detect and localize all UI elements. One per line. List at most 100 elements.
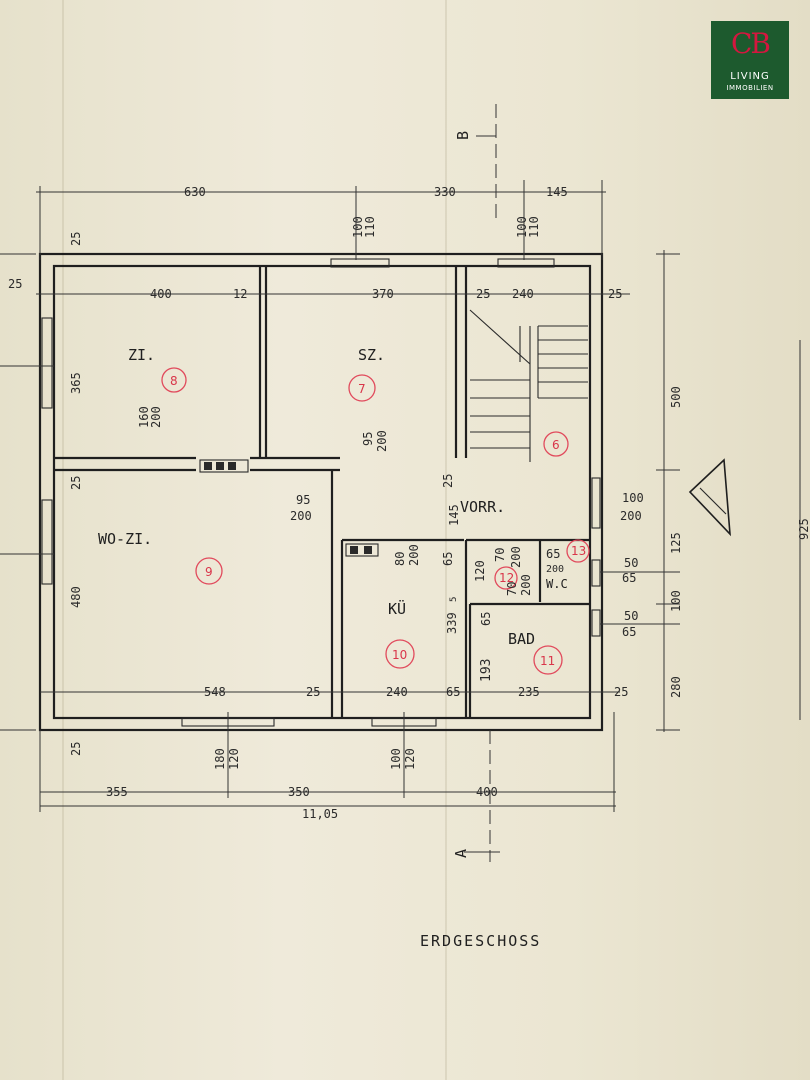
cb-living-logo: CB LIVING IMMOBILIEN	[711, 21, 789, 99]
room-label-zi: ZI.	[128, 346, 155, 364]
dim-label: 200	[546, 564, 564, 575]
room-label-wc: W.C	[546, 577, 568, 591]
dim-label: 95	[296, 493, 310, 507]
dim-label: 200	[149, 406, 163, 428]
inner-wall-line	[52, 264, 592, 720]
room-number-8: 8	[170, 374, 178, 388]
dim-label: 25	[69, 232, 83, 246]
plan-title: ERDGESCHOSS	[420, 932, 541, 950]
dim-label: 80	[393, 552, 407, 566]
dim-label: 240	[512, 287, 534, 301]
dim-label: 925	[797, 518, 810, 540]
room-number-10: 10	[392, 648, 407, 662]
dim-label: 100	[351, 216, 365, 238]
dim-label: 200	[407, 544, 421, 566]
dim-label: 100	[669, 590, 683, 612]
dim-label: 145	[447, 504, 461, 526]
dim-label: 110	[527, 216, 541, 238]
dim-label: 548	[204, 685, 226, 699]
logo-mark: CB	[731, 27, 771, 60]
dim-label: 200	[620, 509, 642, 523]
dim-label: 65	[546, 547, 560, 561]
dim-label: 25	[69, 476, 83, 490]
room-label-vorr: VORR.	[460, 498, 505, 516]
dim-label: 12	[233, 287, 247, 301]
section-label-a: A	[452, 849, 470, 858]
dim-label: 200	[375, 430, 389, 452]
dim-label: 50	[624, 556, 638, 570]
room-label-bad: BAD	[508, 630, 535, 648]
dim-label: 350	[288, 785, 310, 799]
dim-label: 339	[445, 612, 459, 634]
room-number-6: 6	[552, 438, 560, 452]
windows	[41, 258, 601, 727]
dim-label: 110	[363, 216, 377, 238]
room-number-13: 13	[571, 544, 586, 558]
dim-label: 50	[624, 609, 638, 623]
dim-label: 11,05	[302, 807, 338, 821]
dim-label: 280	[669, 676, 683, 698]
dim-label: 65	[446, 685, 460, 699]
dim-label: 25	[476, 287, 490, 301]
dim-label: 200	[290, 509, 312, 523]
dim-label: 95	[361, 432, 375, 446]
dim-label: 235	[518, 685, 540, 699]
dim-label: 480	[69, 586, 83, 608]
dim-label: 200	[509, 546, 523, 568]
room-number-7: 7	[358, 382, 366, 396]
room-number-9: 9	[205, 565, 213, 579]
dim-label: 25	[306, 685, 320, 699]
dim-label: 240	[386, 685, 408, 699]
staircase	[469, 309, 588, 462]
room-number-12: 12	[499, 571, 514, 585]
chimney	[199, 459, 379, 557]
outer-wall	[38, 252, 604, 732]
dim-label: 70	[493, 548, 507, 562]
north-arrow-icon	[688, 458, 731, 537]
dim-label: 65	[479, 612, 493, 626]
dim-label: 5	[449, 597, 459, 602]
dim-label: 630	[184, 185, 206, 199]
dim-label: 25	[608, 287, 622, 301]
dim-label: 100	[515, 216, 529, 238]
dim-label: 70	[505, 582, 519, 596]
dim-label: 120	[227, 748, 241, 770]
logo-line1: LIVING	[730, 71, 770, 82]
dim-label: 25	[69, 742, 83, 756]
dim-label: 25	[614, 685, 628, 699]
room-label-ku: KÜ	[388, 599, 406, 618]
section-markers	[464, 104, 500, 862]
dim-label: 25	[441, 474, 455, 488]
dim-label: 120	[403, 748, 417, 770]
dim-label: 100	[389, 748, 403, 770]
room-number-circles	[161, 367, 590, 675]
dim-label: 355	[106, 785, 128, 799]
dim-label: 65	[622, 625, 636, 639]
dimension-lines	[0, 180, 801, 812]
room-label-wozi: WO-ZI.	[98, 530, 152, 548]
dim-label: 160	[137, 406, 151, 428]
paper-fold	[62, 0, 64, 1080]
dim-label: 120	[473, 560, 487, 582]
dim-label: 180	[213, 748, 227, 770]
dim-label: 330	[434, 185, 456, 199]
dim-label: 65	[441, 552, 455, 566]
dim-label: 365	[69, 372, 83, 394]
room-label-sz: SZ.	[358, 346, 385, 364]
dim-label: 125	[669, 532, 683, 554]
dim-label: 193	[479, 659, 494, 682]
dim-label: 400	[476, 785, 498, 799]
section-label-b: B	[454, 131, 472, 140]
dim-label: 25	[8, 277, 22, 291]
dim-label: 370	[372, 287, 394, 301]
dim-label: 400	[150, 287, 172, 301]
dim-label: 200	[519, 574, 533, 596]
dim-label: 145	[546, 185, 568, 199]
dim-label: 65	[622, 571, 636, 585]
dim-label: 500	[669, 386, 683, 408]
room-number-11: 11	[540, 654, 555, 668]
logo-line2: IMMOBILIEN	[726, 84, 774, 92]
dim-label: 100	[622, 491, 644, 505]
